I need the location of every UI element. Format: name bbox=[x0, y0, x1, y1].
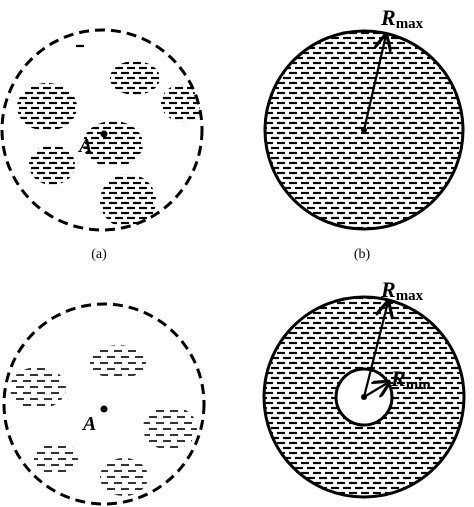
patch bbox=[143, 406, 197, 450]
panel-a-patches bbox=[17, 44, 202, 228]
panel-b-radius-arrow bbox=[362, 35, 386, 131]
panel-d: Rmax Rmin bbox=[262, 277, 466, 499]
panel-d-outer-radius-subscript: max bbox=[396, 288, 424, 304]
panel-c-point bbox=[100, 405, 108, 413]
panel-c-boundary bbox=[2, 302, 206, 506]
panel-b-radius-subscript: max bbox=[396, 16, 424, 32]
panel-a-point bbox=[100, 130, 108, 138]
panel-d-outer-radius-symbol: R bbox=[380, 277, 396, 302]
patch bbox=[34, 442, 78, 476]
panel-b: Rmax (b) bbox=[263, 5, 465, 262]
panel-a-caption: (a) bbox=[91, 247, 107, 262]
patch bbox=[10, 367, 66, 409]
patch bbox=[90, 345, 146, 379]
patch bbox=[110, 61, 160, 95]
panel-a-boundary bbox=[0, 28, 204, 232]
panel-a-point-label: A bbox=[77, 135, 92, 157]
panel-d-inner-radius-symbol: R bbox=[390, 366, 406, 391]
panel-d-outer-radius-arrow bbox=[362, 302, 388, 398]
panel-b-caption: (b) bbox=[354, 247, 371, 262]
panel-d-inner-radius-arrow bbox=[363, 382, 389, 398]
panel-c: A bbox=[2, 302, 206, 506]
panel-a: A (a) bbox=[0, 28, 204, 262]
panel-b-radius-label: Rmax bbox=[380, 5, 424, 32]
patch bbox=[161, 84, 202, 122]
patch bbox=[100, 458, 148, 496]
panel-d-inner-radius-label: Rmin bbox=[390, 366, 431, 393]
patch bbox=[100, 174, 156, 228]
patch bbox=[83, 121, 143, 167]
panel-d-inner-radius-subscript: min bbox=[406, 377, 432, 393]
panel-b-radius-symbol: R bbox=[380, 5, 396, 30]
patch bbox=[17, 83, 77, 131]
panel-c-point-label: A bbox=[81, 413, 96, 435]
patch bbox=[29, 145, 75, 185]
panel-d-outer-radius-label: Rmax bbox=[380, 277, 424, 304]
panel-c-patches bbox=[10, 345, 197, 496]
